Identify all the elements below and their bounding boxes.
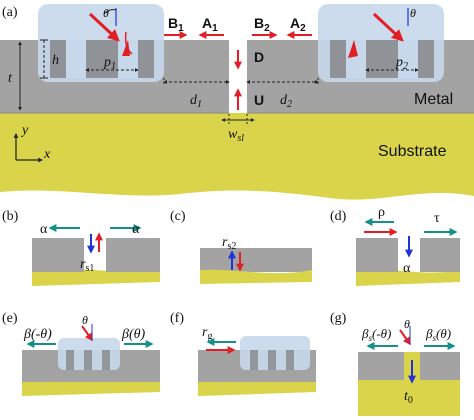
label-substrate: Substrate [378,143,447,160]
svg-text:α: α [40,222,48,237]
svg-text:ρ: ρ [378,205,385,220]
axis-x: x [43,147,51,162]
panel-b-label: (b) [2,209,19,224]
svg-text:U: U [254,92,264,108]
panel-g: θ βs(-θ) βs(θ) t0 (g) [330,311,460,416]
panel-f-label: (f) [170,311,184,326]
panel-d: ρ τ α (d) [330,205,460,286]
panel-c-label: (c) [170,209,186,224]
panel-e: θ β(-θ) β(θ) (e) [2,311,160,396]
svg-text:rs1: rs1 [80,257,94,274]
svg-text:τ: τ [434,211,440,226]
svg-text:t0: t0 [404,389,413,406]
panel-c: rs2 (c) [170,209,312,284]
theta-right: θ [410,6,416,20]
label-d1: d1 [190,93,202,110]
svg-text:rs2: rs2 [222,235,236,252]
svg-text:α: α [132,222,140,237]
svg-text:D: D [254,49,264,65]
svg-text:θ: θ [404,317,410,331]
svg-text:A2: A2 [290,15,306,34]
svg-text:βs(-θ): βs(-θ) [361,326,391,343]
incident-beam-left [88,12,120,42]
svg-text:β(-θ): β(-θ) [23,327,52,342]
label-p1: p1 [103,55,116,72]
incident-beam-right [372,12,404,42]
svg-text:θ: θ [82,313,88,327]
theta-left: θ [103,6,109,20]
panel-b: α α rs1 (b) [2,209,160,286]
svg-text:A1: A1 [202,15,218,34]
label-wsl: wsl [228,127,244,144]
panel-f: rg (f) [170,311,316,396]
panel-a-label: (a) [2,5,18,20]
panel-a: θ θ h t p1 p2 d1 d2 wsl B1 [0,4,474,200]
axis-y: y [20,123,29,138]
panel-d-label: (d) [330,209,347,224]
svg-text:rg: rg [202,325,212,342]
svg-text:B1: B1 [168,15,184,34]
panel-e-label: (e) [2,311,18,326]
svg-text:βs(θ): βs(θ) [425,326,451,343]
label-t: t [8,71,13,86]
label-metal: Metal [414,91,453,108]
panel-g-label: (g) [330,311,347,326]
label-h: h [52,53,59,68]
svg-text:B2: B2 [254,15,270,34]
substrate-a [0,113,474,200]
svg-text:α: α [403,261,411,276]
svg-text:β(θ): β(θ) [121,327,146,342]
label-p2: p2 [395,55,408,72]
label-d2: d2 [280,93,292,110]
